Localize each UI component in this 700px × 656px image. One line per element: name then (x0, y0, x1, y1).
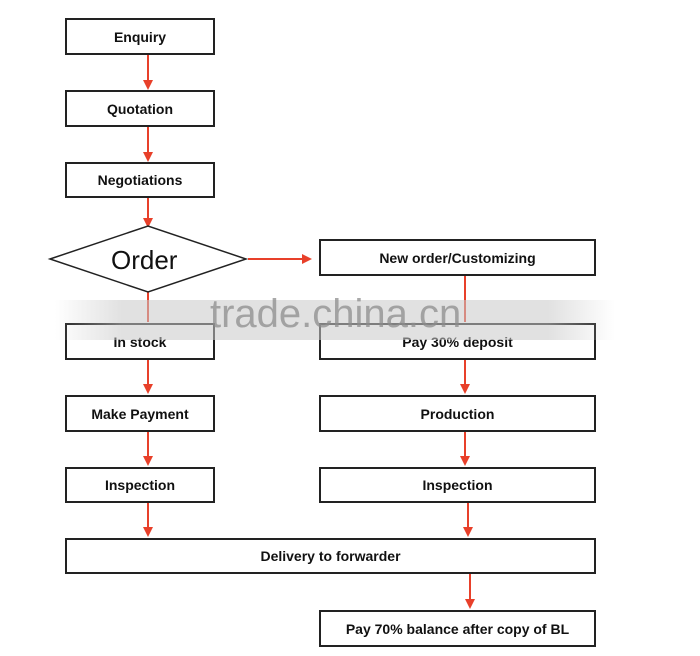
production-box: Production (319, 395, 596, 432)
order-diamond (47, 225, 249, 293)
negotiations-box: Negotiations (65, 162, 215, 198)
order-label: Order (111, 245, 178, 275)
new-order-box: New order/Customizing (319, 239, 596, 276)
watermark-band (55, 300, 615, 340)
watermark-text: trade.china.cn (210, 292, 462, 336)
make-payment-box: Make Payment (65, 395, 215, 432)
inspection-right-box: Inspection (319, 467, 596, 503)
inspection-left-box: Inspection (65, 467, 215, 503)
enquiry-box: Enquiry (65, 18, 215, 55)
delivery-box: Delivery to forwarder (65, 538, 596, 574)
quotation-box: Quotation (65, 90, 215, 127)
pay-balance-box: Pay 70% balance after copy of BL (319, 610, 596, 647)
